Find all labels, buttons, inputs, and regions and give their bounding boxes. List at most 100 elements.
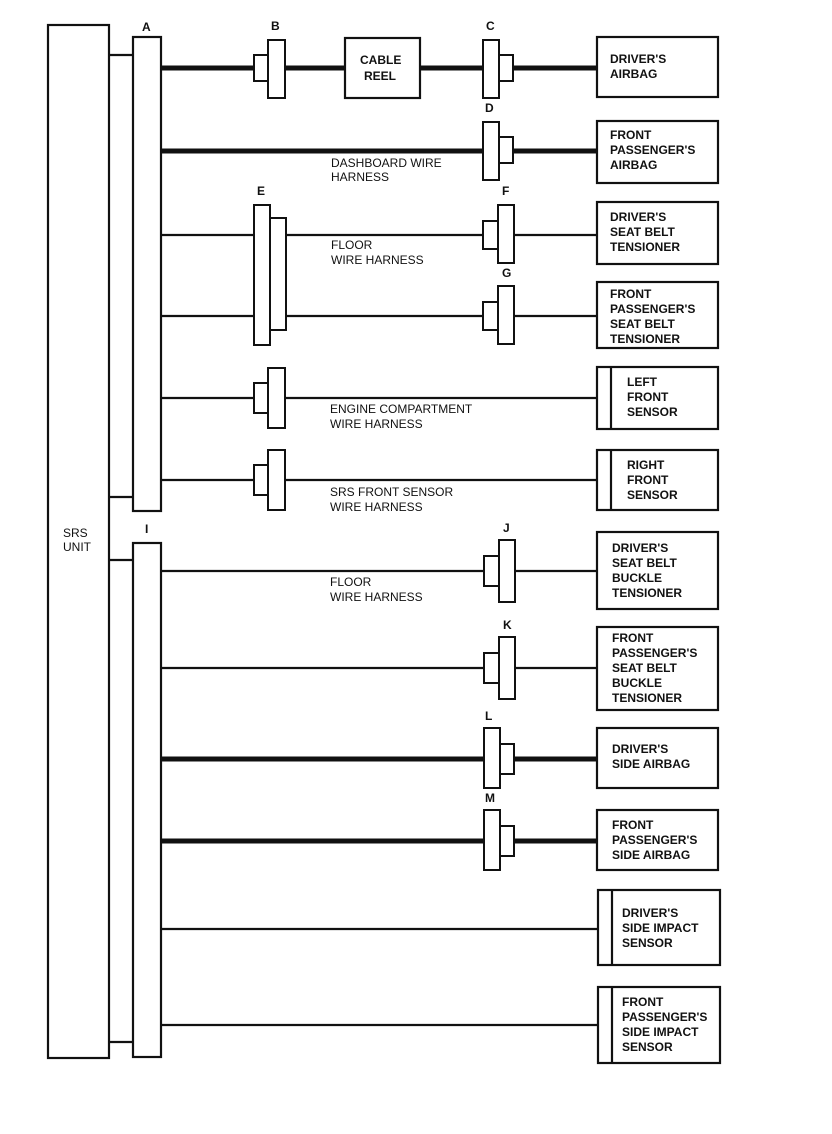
connector-l-body xyxy=(483,727,501,789)
component-box xyxy=(595,530,720,611)
engine-harness-label-line1: ENGINE COMPARTMENT xyxy=(330,402,473,416)
component-box xyxy=(595,808,720,872)
dashboard-harness-label-line2: HARNESS xyxy=(331,170,389,184)
dashboard-harness-label-line1: DASHBOARD WIRE xyxy=(331,156,442,170)
component-label-line: AIRBAG xyxy=(610,158,657,172)
srs-unit-label-line2: UNIT xyxy=(63,540,92,554)
connector-f-body xyxy=(497,204,515,264)
component-label-line: SENSOR xyxy=(622,936,673,950)
component-box xyxy=(595,35,720,99)
connector-f-label: F xyxy=(502,184,509,198)
component-label-line: BUCKLE xyxy=(612,676,662,690)
component-front-passengers-seat-belt-buckle-tensioner: FRONT PASSENGER'S SEAT BELT BUCKLE TENSI… xyxy=(595,625,720,712)
floor-harness-upper-label-line1: FLOOR xyxy=(331,238,373,252)
component-label-line: PASSENGER'S xyxy=(610,143,695,157)
component-box xyxy=(596,985,722,1065)
component-label-line: PASSENGER'S xyxy=(622,1010,707,1024)
component-box xyxy=(595,200,720,266)
cable-reel-box xyxy=(343,36,422,100)
connector-b-plug xyxy=(253,54,269,82)
component-label-line: TENSIONER xyxy=(610,240,680,254)
component-label-line: DRIVER'S xyxy=(612,742,668,756)
connector-c-label: C xyxy=(486,19,495,33)
component-front-passengers-airbag: FRONT PASSENGER'S AIRBAG xyxy=(595,119,720,185)
srs-front-sensor-harness-label-line1: SRS FRONT SENSOR xyxy=(330,485,453,499)
connector-e-label: E xyxy=(257,184,265,198)
connector-e-plug xyxy=(269,217,287,331)
connector-g-body xyxy=(497,285,515,345)
component-label-line: FRONT xyxy=(622,995,664,1009)
component-box xyxy=(596,888,722,967)
connector-j-plug xyxy=(483,555,500,587)
component-label-line: SIDE IMPACT xyxy=(622,921,699,935)
connector-d-plug xyxy=(498,136,514,164)
component-label-line: SEAT BELT xyxy=(610,225,676,239)
component-front-passengers-side-airbag: FRONT PASSENGER'S SIDE AIRBAG xyxy=(595,808,720,872)
component-label-line: FRONT xyxy=(627,473,669,487)
connector-j-label: J xyxy=(503,521,510,535)
component-box xyxy=(595,625,720,712)
connector-a-bar xyxy=(131,35,163,513)
connector-a-label: A xyxy=(142,20,151,34)
srs-unit-label-line1: SRS xyxy=(63,526,88,540)
component-label-line: SIDE AIRBAG xyxy=(612,848,690,862)
connector-j-body xyxy=(498,539,516,603)
component-label-line: FRONT xyxy=(610,287,652,301)
connector-front-sensor-body xyxy=(267,449,286,511)
connector-g-label: G xyxy=(502,266,511,280)
connector-d-body xyxy=(482,121,500,181)
component-label-line: SIDE AIRBAG xyxy=(612,757,690,771)
component-front-passengers-seat-belt-tensioner: FRONT PASSENGER'S SEAT BELT TENSIONER xyxy=(595,280,720,350)
component-drivers-seat-belt-tensioner: DRIVER'S SEAT BELT TENSIONER xyxy=(595,200,720,266)
connector-k-label: K xyxy=(503,618,512,632)
component-label-line: PASSENGER'S xyxy=(610,302,695,316)
connector-b-label: B xyxy=(271,19,280,33)
component-label-line: DRIVER'S xyxy=(610,52,666,66)
component-label-line: TENSIONER xyxy=(612,691,682,705)
connector-l-label: L xyxy=(485,709,492,723)
srs-front-sensor-harness-label-line2: WIRE HARNESS xyxy=(330,500,423,514)
engine-harness-label-line2: WIRE HARNESS xyxy=(330,417,423,431)
component-drivers-side-impact-sensor: DRIVER'S SIDE IMPACT SENSOR xyxy=(596,888,722,967)
component-label-line: SEAT BELT xyxy=(612,661,678,675)
cable-reel-label-line2: REEL xyxy=(364,69,396,83)
component-front-passengers-side-impact-sensor: FRONT PASSENGER'S SIDE IMPACT SENSOR xyxy=(596,985,722,1065)
component-right-front-sensor: RIGHT FRONT SENSOR xyxy=(595,448,720,512)
component-box xyxy=(595,119,720,185)
component-label-line: DRIVER'S xyxy=(612,541,668,555)
component-drivers-side-airbag: DRIVER'S SIDE AIRBAG xyxy=(595,726,720,790)
connector-i-label: I xyxy=(145,522,148,536)
floor-harness-upper-label-line2: WIRE HARNESS xyxy=(331,253,424,267)
connector-c-body xyxy=(482,39,500,99)
connector-b-body xyxy=(267,39,286,99)
component-box xyxy=(595,365,720,431)
component-label-line: FRONT xyxy=(612,631,654,645)
component-label-line: LEFT xyxy=(627,375,658,389)
component-label-line: DRIVER'S xyxy=(610,210,666,224)
component-left-front-sensor: LEFT FRONT SENSOR xyxy=(595,365,720,431)
connector-f-plug xyxy=(482,220,499,250)
connector-d-label: D xyxy=(485,101,494,115)
floor-harness-lower-label-line2: WIRE HARNESS xyxy=(330,590,423,604)
component-label-line: FRONT xyxy=(627,390,669,404)
connector-engine-body xyxy=(267,367,286,429)
connector-front-sensor-plug xyxy=(253,464,269,496)
component-box xyxy=(595,448,720,512)
connector-c-plug xyxy=(498,54,514,82)
component-label-line: DRIVER'S xyxy=(622,906,678,920)
component-label-line: RIGHT xyxy=(627,458,665,472)
cable-reel-label-line1: CABLE xyxy=(360,53,401,67)
component-label-line: TENSIONER xyxy=(612,586,682,600)
component-drivers-seat-belt-buckle-tensioner: DRIVER'S SEAT BELT BUCKLE TENSIONER xyxy=(595,530,720,611)
connector-m-plug xyxy=(499,825,515,857)
connector-g-plug xyxy=(482,301,499,331)
srs-unit-box xyxy=(46,23,111,1060)
component-label-line: AIRBAG xyxy=(610,67,657,81)
component-label-line: SEAT BELT xyxy=(612,556,678,570)
component-label-line: FRONT xyxy=(612,818,654,832)
component-label-line: FRONT xyxy=(610,128,652,142)
connector-l-plug xyxy=(499,743,515,775)
component-label-line: BUCKLE xyxy=(612,571,662,585)
floor-harness-lower-label-line1: FLOOR xyxy=(330,575,372,589)
